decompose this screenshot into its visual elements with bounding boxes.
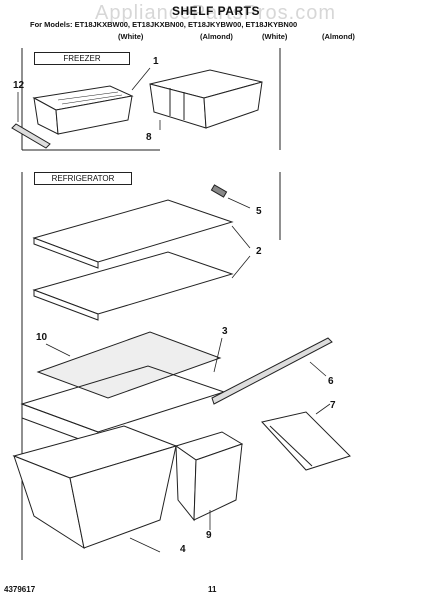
color-label-1: (White): [118, 32, 144, 41]
crisper-drawer-large: [12, 425, 178, 550]
leader-2b: [231, 255, 251, 279]
callout-8: 8: [146, 132, 152, 143]
leader-6: [309, 361, 327, 377]
callout-4: 4: [180, 544, 186, 555]
shelf-trim-rail: [211, 337, 333, 405]
callout-9: 9: [206, 530, 212, 541]
part-number: 4379617: [4, 585, 36, 594]
glass-shelf-lower: [32, 251, 234, 321]
leader-4: [129, 537, 161, 553]
color-label-3: (White): [262, 32, 288, 41]
models-line: For Models: ET18JKXBW00, ET18JKXBN00, ET…: [30, 20, 298, 29]
callout-6: 6: [328, 376, 334, 387]
leader-2a: [231, 225, 251, 249]
leader-10: [45, 343, 71, 357]
crisper-drawer-small: [174, 431, 244, 522]
trim-strip: [11, 123, 51, 149]
crisper-slide-rail: [261, 411, 351, 471]
color-label-2: (Almond): [200, 32, 233, 41]
freezer-section-label: FREEZER: [34, 52, 130, 65]
leader-3: [213, 337, 223, 373]
callout-5: 5: [256, 206, 262, 217]
callout-10: 10: [36, 332, 48, 343]
callout-1: 1: [153, 56, 159, 67]
leader-1: [131, 67, 151, 91]
freezer-basket: [32, 85, 134, 135]
callout-2: 2: [256, 246, 262, 257]
freezer-shelf-bracket: [149, 69, 263, 129]
refrigerator-section-label: REFRIGERATOR: [34, 172, 132, 185]
color-label-4: (Almond): [322, 32, 355, 41]
callout-3: 3: [222, 326, 228, 337]
leader-5: [227, 197, 251, 209]
callout-12: 12: [13, 80, 25, 91]
refrigerator-section-frame: [21, 172, 281, 560]
watermark: AppliancePartsPros.com: [95, 2, 336, 24]
callout-7: 7: [330, 400, 336, 411]
page-title: SHELF PARTS: [172, 4, 260, 18]
page-number: 11: [208, 585, 217, 594]
leader-7: [315, 403, 331, 415]
glass-shelf-upper: [32, 199, 234, 269]
crisper-cover-grille: [36, 331, 222, 399]
shelf-clip: [210, 184, 228, 198]
